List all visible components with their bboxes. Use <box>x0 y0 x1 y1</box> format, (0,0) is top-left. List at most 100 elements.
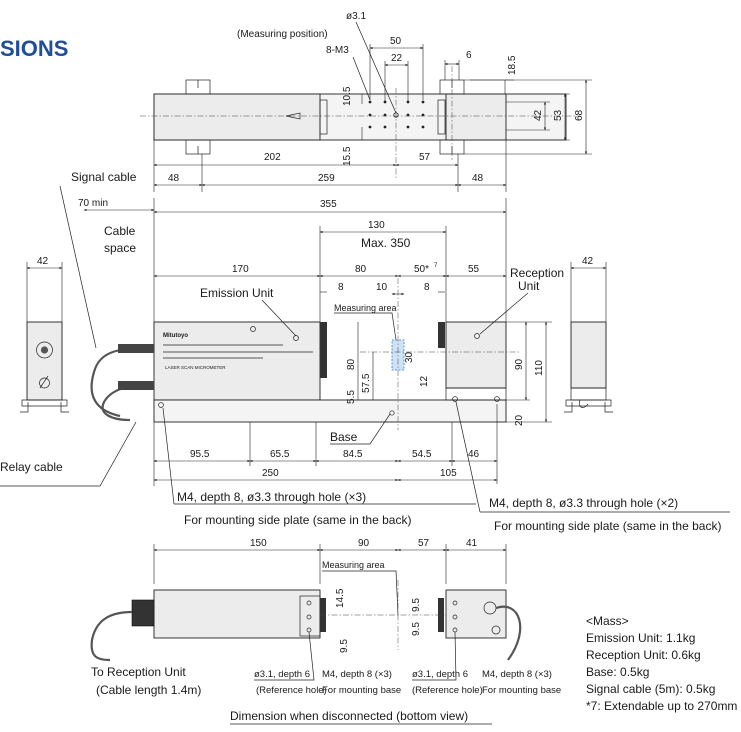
svg-text:12: 12 <box>419 375 430 387</box>
svg-text:46: 46 <box>468 449 480 460</box>
svg-text:170: 170 <box>232 264 249 275</box>
svg-text:M4, depth 8, ø3.3 through hole: M4, depth 8, ø3.3 through hole (×3) <box>177 490 366 504</box>
svg-text:M4, depth 8, ø3.3 through hole: M4, depth 8, ø3.3 through hole (×2) <box>489 496 678 510</box>
svg-text:53: 53 <box>553 109 564 121</box>
svg-text:(Reference hole): (Reference hole) <box>412 685 483 696</box>
svg-text:Emission Unit: Emission Unit <box>200 286 274 300</box>
svg-text:202: 202 <box>264 152 281 163</box>
svg-text:18.5: 18.5 <box>507 55 518 75</box>
svg-text:For mounting side plate (same: For mounting side plate (same in the bac… <box>184 513 411 527</box>
svg-text:Unit: Unit <box>518 279 540 293</box>
svg-text:55: 55 <box>468 264 480 275</box>
svg-text:ø3.1, depth 6: ø3.1, depth 6 <box>254 669 310 680</box>
mass-line: Reception Unit: 0.6kg <box>586 648 701 662</box>
svg-text:30: 30 <box>404 351 415 363</box>
svg-text:50: 50 <box>390 36 402 47</box>
svg-text:150: 150 <box>250 538 267 549</box>
top-emission-block <box>153 93 321 141</box>
svg-text:80: 80 <box>355 264 367 275</box>
svg-text:8: 8 <box>338 282 344 293</box>
top-view: ø3.1 (Measuring position) 8-M3 50 22 6 1… <box>140 11 592 192</box>
svg-text:20: 20 <box>514 414 525 426</box>
svg-text:90: 90 <box>358 538 370 549</box>
svg-text:LASER SCAN MICROMETER: LASER SCAN MICROMETER <box>165 365 226 370</box>
svg-text:Cable: Cable <box>104 224 136 238</box>
svg-text:42: 42 <box>37 256 49 267</box>
base <box>153 399 507 423</box>
mass-line: Signal cable (5m): 0.5kg <box>586 682 715 696</box>
svg-text:10.5: 10.5 <box>342 86 353 106</box>
svg-text:14.5: 14.5 <box>335 588 346 608</box>
svg-text:9.5: 9.5 <box>411 622 422 636</box>
svg-text:10: 10 <box>376 282 388 293</box>
svg-text:105: 105 <box>440 468 457 479</box>
svg-text:110: 110 <box>534 360 545 376</box>
mass-heading: <Mass> <box>586 614 629 628</box>
right-side-view: 42 <box>564 256 613 413</box>
svg-text:250: 250 <box>262 468 279 479</box>
section-title: SIONS <box>0 36 68 61</box>
left-side-view: 42 <box>20 256 69 413</box>
svg-text:Signal cable: Signal cable <box>71 170 137 184</box>
svg-text:22: 22 <box>391 53 403 64</box>
svg-text:95.5: 95.5 <box>190 449 210 460</box>
mass-line: Emission Unit: 1.1kg <box>586 631 695 645</box>
svg-text:M4, depth 8 (×3): M4, depth 8 (×3) <box>482 669 552 680</box>
svg-text:Max. 350: Max. 350 <box>361 236 411 250</box>
svg-text:15.5: 15.5 <box>342 146 353 166</box>
svg-text:Reception: Reception <box>510 266 564 280</box>
svg-text:48: 48 <box>168 173 180 184</box>
svg-text:41: 41 <box>466 538 478 549</box>
svg-text:To Reception Unit: To Reception Unit <box>91 665 186 679</box>
svg-text:57: 57 <box>419 152 431 163</box>
mass-line: Base: 0.5kg <box>586 665 649 679</box>
m3-hole-grid <box>368 100 425 129</box>
svg-text:(Measuring position): (Measuring position) <box>237 29 328 40</box>
svg-text:8: 8 <box>424 282 430 293</box>
left-side-body <box>26 321 63 401</box>
svg-text:5.5: 5.5 <box>346 390 357 404</box>
top-reception-block <box>445 93 507 141</box>
svg-text:70 min: 70 min <box>78 198 108 209</box>
svg-text:355: 355 <box>320 199 337 210</box>
svg-text:(Reference hole): (Reference hole) <box>256 685 327 696</box>
svg-text:Relay cable: Relay cable <box>0 460 63 474</box>
svg-text:8-M3: 8-M3 <box>326 45 349 56</box>
reception-unit <box>445 321 507 389</box>
svg-text:57.5: 57.5 <box>361 373 372 393</box>
bottom-view: 150 90 57 41 Measuring area 14.5 9.5 9.5 <box>90 538 561 725</box>
bottom-emission-body <box>153 589 321 639</box>
svg-text:65.5: 65.5 <box>270 449 290 460</box>
svg-text:For mounting base: For mounting base <box>482 685 561 696</box>
front-view: Mitutoyo LASER SCAN MICROMETER Signal ca… <box>0 170 730 533</box>
svg-text:Dimension when disconnected (b: Dimension when disconnected (bottom view… <box>230 709 468 723</box>
svg-text:Measuring area: Measuring area <box>322 560 385 570</box>
svg-text:ø3.1, depth 6: ø3.1, depth 6 <box>412 669 468 680</box>
svg-text:ø3.1: ø3.1 <box>346 11 366 22</box>
svg-text:50*: 50* <box>414 264 429 275</box>
svg-text:259: 259 <box>318 173 335 184</box>
bottom-reception-body <box>445 589 507 639</box>
svg-text:space: space <box>104 241 136 255</box>
svg-text:6: 6 <box>466 50 472 61</box>
svg-text:For mounting base: For mounting base <box>322 685 401 696</box>
svg-text:(Cable length 1.4m): (Cable length 1.4m) <box>96 683 201 697</box>
svg-text:84.5: 84.5 <box>343 449 363 460</box>
svg-text:42: 42 <box>582 256 594 267</box>
svg-text:Base: Base <box>330 430 358 444</box>
svg-text:For mounting side plate (same: For mounting side plate (same in the bac… <box>494 519 721 533</box>
svg-text:Mitutoyo: Mitutoyo <box>163 333 188 339</box>
right-side-body <box>570 321 607 389</box>
mass-line: *7: Extendable up to 270mm <box>586 699 737 713</box>
emission-unit <box>153 321 321 401</box>
svg-text:M4, depth 8 (×3): M4, depth 8 (×3) <box>322 669 392 680</box>
svg-text:57: 57 <box>418 538 430 549</box>
svg-text:90: 90 <box>514 358 525 370</box>
svg-text:68: 68 <box>574 109 585 121</box>
svg-text:42: 42 <box>533 109 544 121</box>
svg-text:9.5: 9.5 <box>339 639 350 653</box>
svg-text:48: 48 <box>472 173 484 184</box>
svg-text:9.5: 9.5 <box>411 598 422 612</box>
